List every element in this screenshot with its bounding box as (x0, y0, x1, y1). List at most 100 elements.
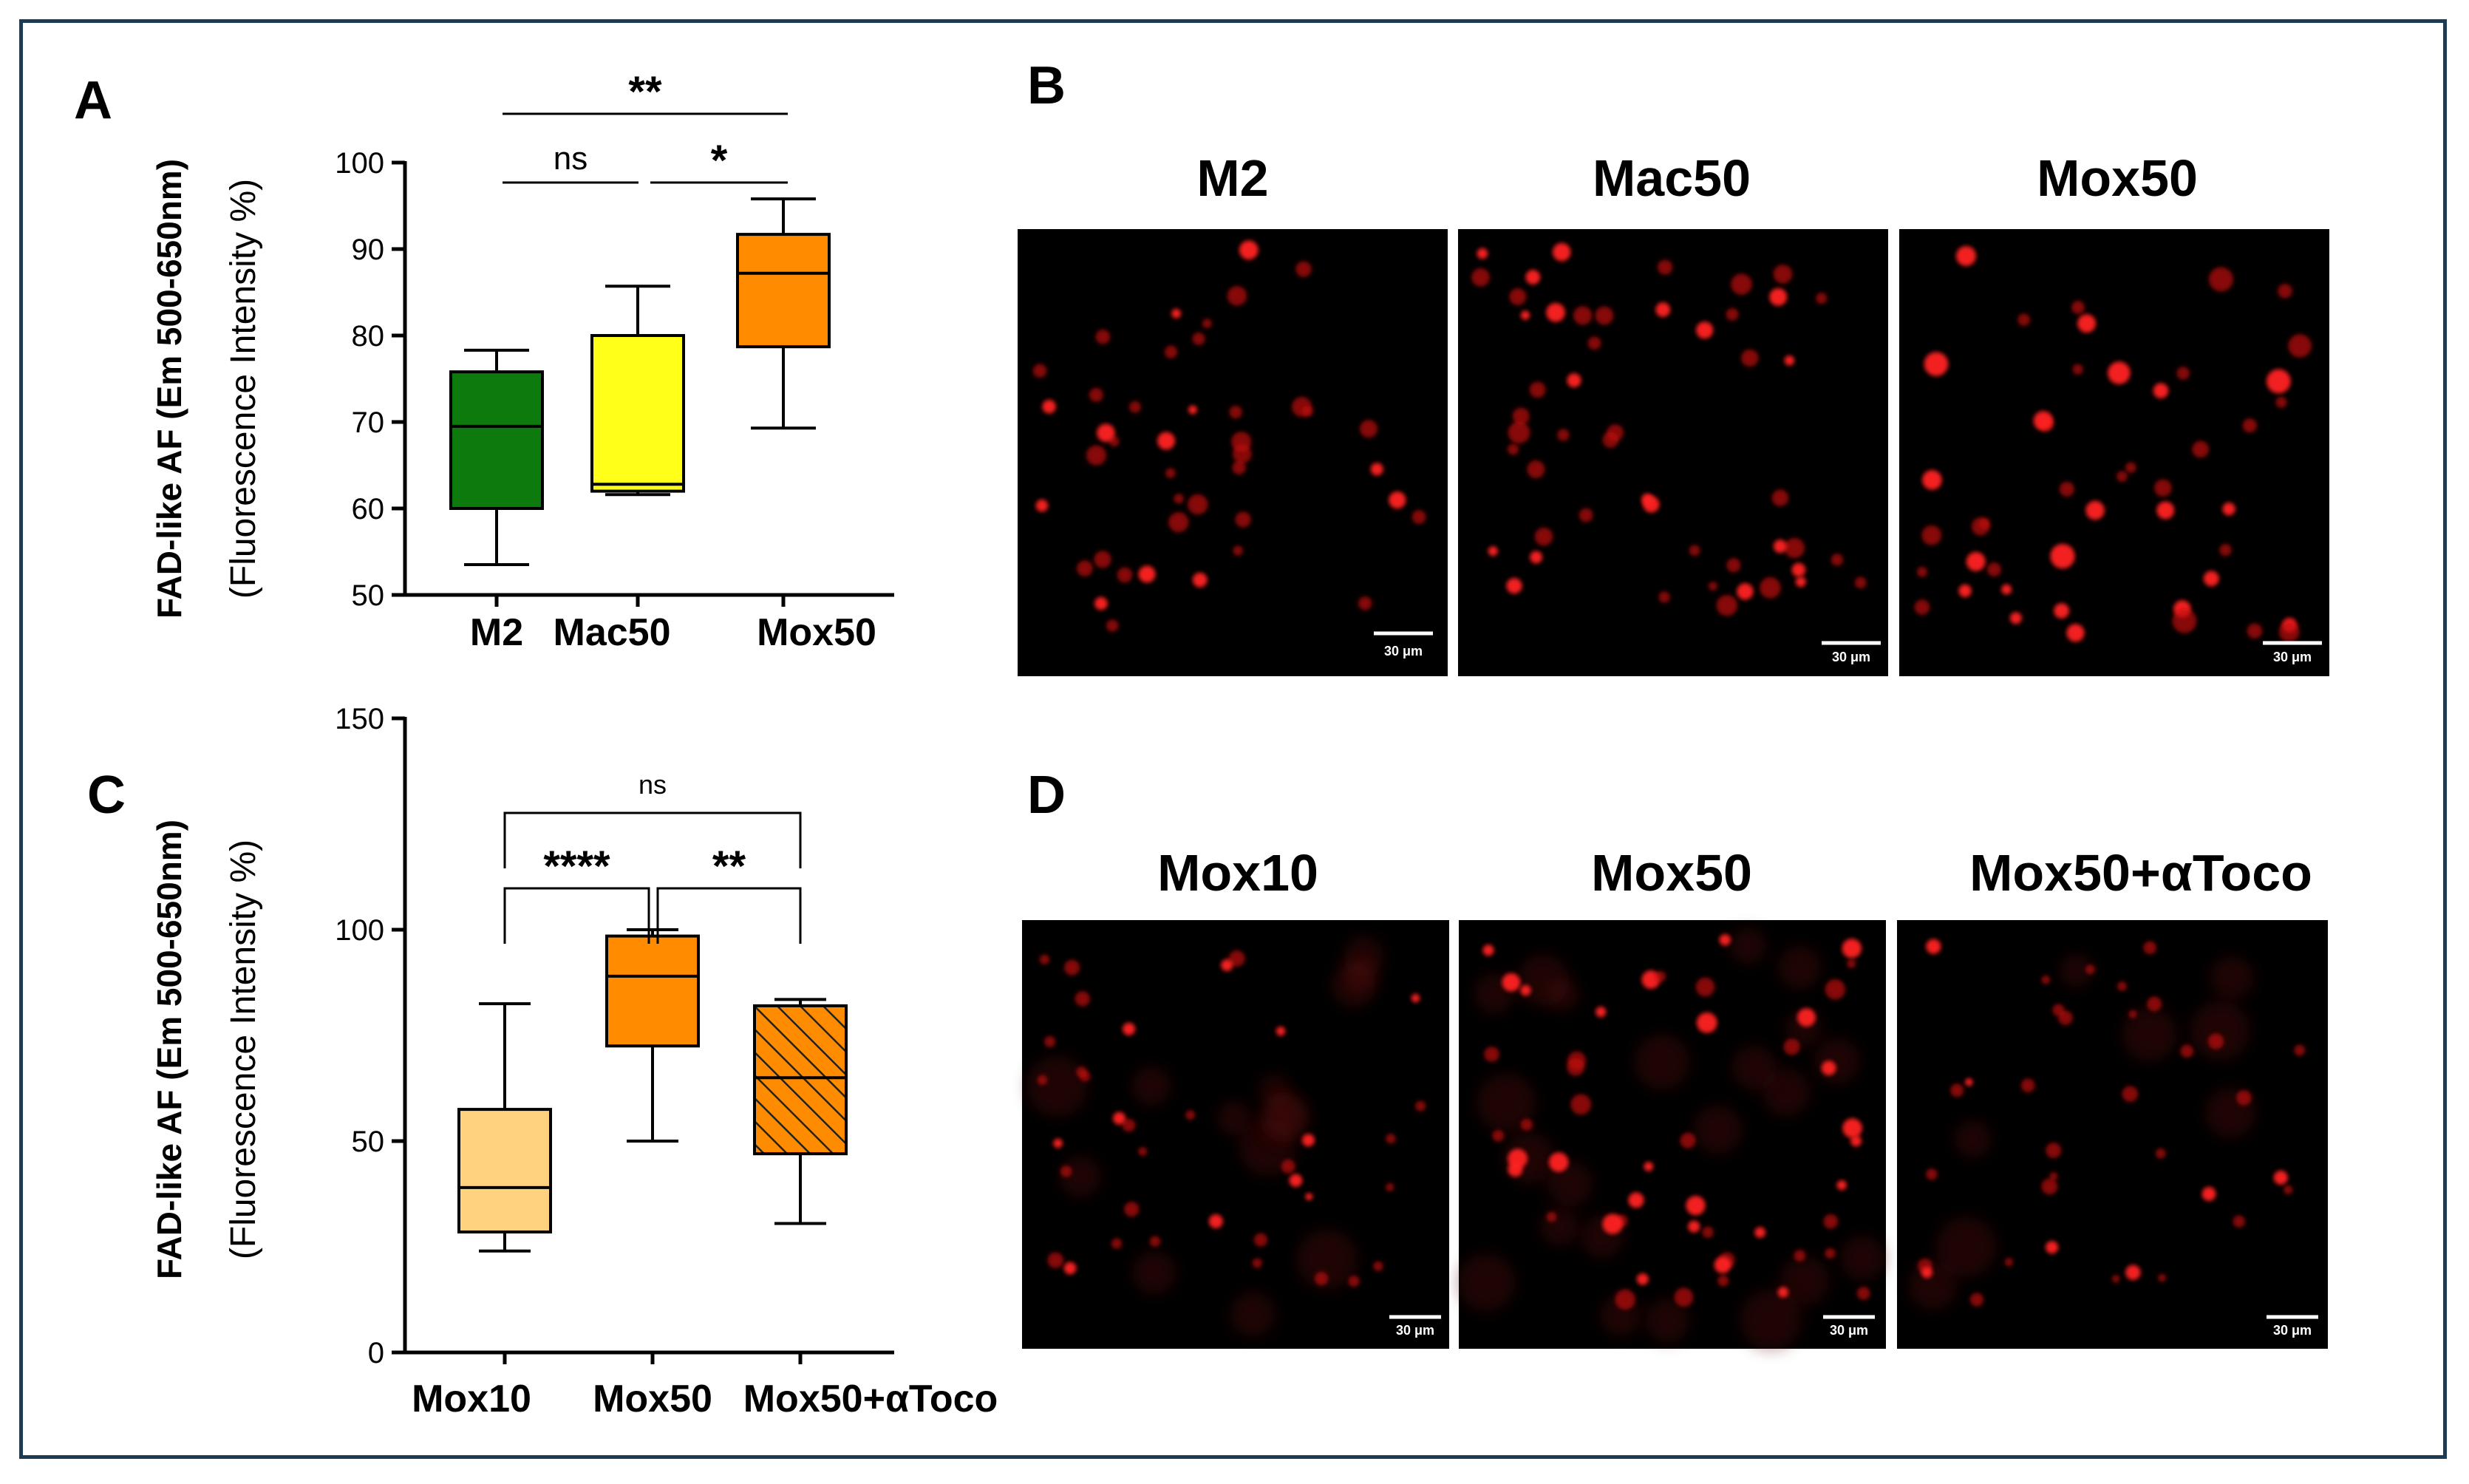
cell (2153, 383, 2169, 399)
cell (2059, 481, 2074, 497)
cell (1276, 1027, 1286, 1036)
figure-frame (19, 19, 2447, 1459)
cell (1047, 1252, 1064, 1269)
cell (2125, 462, 2136, 473)
cell (1095, 329, 1111, 344)
cell (2275, 396, 2287, 408)
background-haze (1693, 1105, 1743, 1154)
box (590, 334, 685, 493)
scale-bar-b-1: 30 μm (1374, 631, 1433, 658)
cell (1628, 1192, 1644, 1208)
cell (1688, 1220, 1700, 1233)
cell (1202, 319, 1212, 329)
image-title-d-1: Mox10 (1157, 844, 1318, 902)
cell (1570, 1094, 1592, 1115)
background-haze (1516, 954, 1570, 1007)
image-title-b-2: Mac50 (1593, 149, 1751, 207)
cell (2266, 369, 2291, 394)
y-axis-label-c-sub: (Fluorescence Intensity %) (224, 840, 263, 1259)
cell (1842, 939, 1862, 959)
x-tick-label: M2 (470, 611, 523, 654)
cell (2001, 584, 2012, 595)
cell (1171, 308, 1182, 319)
cell (2155, 1148, 2166, 1159)
cell (1969, 1293, 1984, 1307)
cell (1644, 1162, 1654, 1171)
cell (2158, 1273, 2167, 1282)
background-haze (2190, 1000, 2250, 1061)
cell (1922, 470, 1942, 490)
cell (1076, 1066, 1087, 1078)
x-tick-label: Mox50 (757, 611, 876, 654)
cell (1192, 332, 1205, 346)
cell (2207, 1033, 2224, 1049)
cell (2156, 501, 2175, 520)
cell (1032, 364, 1047, 378)
cell (1042, 399, 1056, 414)
cell (1924, 352, 1949, 376)
micrograph-b-mac50 (1458, 229, 1888, 676)
cell (2072, 364, 2083, 375)
cell (1477, 248, 1488, 259)
background-haze (1908, 1261, 1958, 1310)
cell (2125, 1265, 2141, 1281)
cell (1552, 242, 1571, 262)
cell (2085, 964, 2095, 975)
cell (1926, 939, 1941, 954)
cell (1658, 591, 1670, 603)
cell (1714, 1256, 1731, 1274)
cell (1358, 596, 1372, 610)
image-panel-d: Mox10 Mox50 Mox50+αToco 30 μm 30 μm 30 μ… (1022, 844, 2328, 1351)
cell (1529, 381, 1546, 398)
cell (1773, 540, 1787, 554)
cell (1615, 1289, 1635, 1310)
cell (2147, 996, 2162, 1012)
cell (1471, 268, 1490, 287)
cell (1520, 1118, 1533, 1131)
cell (1106, 619, 1119, 632)
y-tick-label: 90 (352, 234, 385, 266)
cell (1708, 582, 1717, 591)
x-tick-label: Mox50 (593, 1378, 712, 1420)
cell (1239, 240, 1259, 260)
cell (1825, 978, 1846, 1000)
cell (1850, 1135, 1862, 1147)
cell (1086, 445, 1107, 466)
box (605, 934, 700, 1048)
cell (1415, 1100, 1426, 1112)
background-haze (1216, 1100, 1252, 1136)
cell (1525, 270, 1541, 285)
cell (2247, 623, 2263, 639)
cell (1295, 261, 1312, 277)
scale-bar-b-2: 30 μm (1822, 641, 1881, 664)
background-haze (1477, 1073, 1536, 1133)
scale-bar-d-1: 30 μm (1389, 1315, 1441, 1338)
cell (1842, 1118, 1862, 1138)
cell (1530, 551, 1543, 564)
cell (1795, 576, 1806, 588)
cell (1122, 1118, 1136, 1132)
background-haze (1729, 928, 1767, 964)
cell (2066, 624, 2085, 642)
cell (1037, 1075, 1048, 1086)
cell (1188, 405, 1198, 415)
cell (1726, 558, 1741, 573)
cell (1253, 1233, 1268, 1247)
panel-label-d: D (1027, 766, 1066, 825)
y-tick-label: 100 (335, 147, 384, 180)
background-haze (1540, 1207, 1579, 1246)
cell (1546, 302, 1566, 322)
background-haze (1740, 1289, 1802, 1351)
y-tick-label: 80 (352, 320, 385, 353)
background-haze (1634, 1034, 1690, 1090)
cell (1044, 1035, 1056, 1048)
cell (1847, 959, 1856, 968)
image-title-d-3: Mox50+αToco (1969, 844, 2312, 902)
cell (2111, 1275, 2120, 1283)
scale-bar-b-3: 30 μm (2263, 641, 2322, 664)
cell (1386, 1133, 1396, 1144)
cell (1950, 1083, 1964, 1097)
cell (1966, 551, 1986, 571)
cell (1527, 460, 1545, 479)
